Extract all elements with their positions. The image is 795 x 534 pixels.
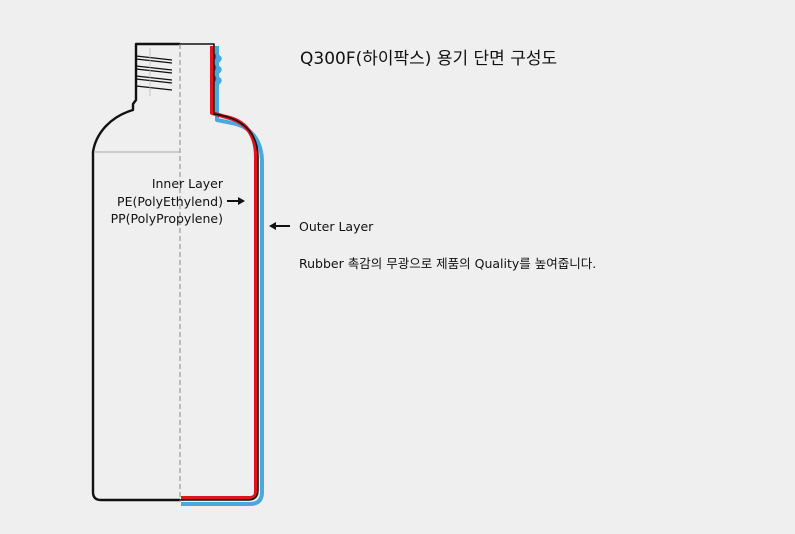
bottle-outline [91, 42, 180, 502]
inner-layer-material-pp: PP(PolyPropylene) [110, 211, 223, 226]
inner-layer-line [181, 46, 258, 500]
inner-layer-label: Inner Layer PE(PolyEthylend) PP(PolyProp… [0, 175, 223, 228]
outer-layer-arrow [269, 222, 290, 230]
outer-layer-label: Outer Layer [299, 219, 374, 234]
diagram-title: Q300F(하이팍스) 용기 단면 구성도 [300, 49, 558, 69]
inner-layer-arrow [227, 197, 245, 205]
inner-layer-title: Inner Layer [151, 176, 223, 191]
outer-thread-ridges [215, 54, 222, 86]
outer-layer-line [181, 46, 264, 506]
outer-layer-description: Rubber 촉감의 무광으로 제품의 Quality를 높여줍니다. [299, 256, 597, 271]
bottle-outline-right [180, 43, 259, 501]
inner-layer-material-pe: PE(PolyEthylend) [117, 193, 223, 209]
neck-threads [135, 48, 173, 96]
